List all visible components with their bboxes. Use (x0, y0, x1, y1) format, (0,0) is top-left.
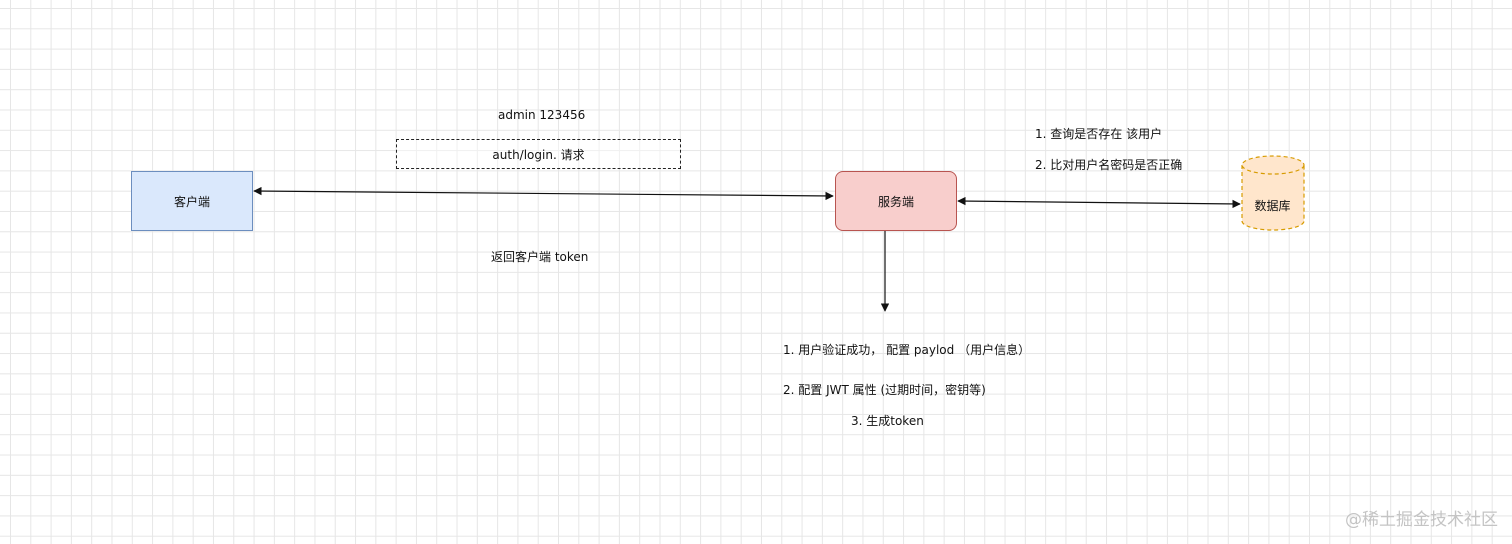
database-node-label: 数据库 (1254, 198, 1291, 213)
server-database-arrow[interactable] (957, 196, 1241, 209)
watermark-text: @稀土掘金技术社区 (1345, 510, 1498, 530)
gen-step-3-label: 3. 生成token (851, 414, 924, 428)
client-node[interactable]: 客户端 (131, 171, 253, 231)
return-token-label: 返回客户端 token (491, 250, 589, 264)
database-cylinder-body (1241, 165, 1305, 231)
gen-step-2-label: 2. 配置 JWT 属性 (过期时间，密钥等) (783, 383, 986, 397)
request-box[interactable]: auth/login. 请求 (396, 139, 681, 169)
server-node[interactable]: 服务端 (835, 171, 957, 231)
server-node-label: 服务端 (877, 194, 914, 209)
client-node-label: 客户端 (173, 194, 210, 209)
db-step-1-label: 1. 查询是否存在 该用户 (1035, 127, 1163, 141)
db-step-2-label: 2. 比对用户名密码是否正确 (1035, 158, 1183, 172)
database-cylinder[interactable] (1241, 155, 1305, 231)
request-box-label: auth/login. 请求 (492, 147, 585, 162)
credentials-label: admin 123456 (498, 108, 586, 122)
database-cylinder-top (1241, 155, 1305, 175)
gen-step-1-label: 1. 用户验证成功， 配置 paylod （用户信息） (783, 343, 1031, 357)
client-server-arrow[interactable] (253, 186, 834, 201)
